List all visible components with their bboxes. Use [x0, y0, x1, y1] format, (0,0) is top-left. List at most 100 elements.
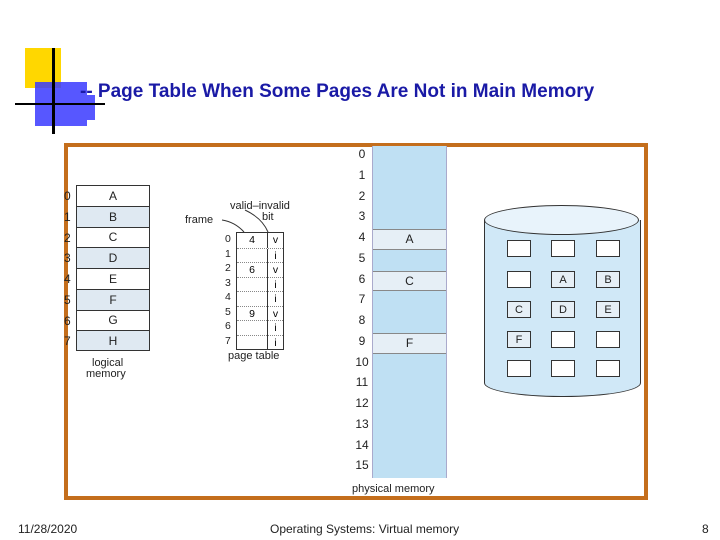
valid-invalid-label-line1: valid–invalid — [230, 200, 290, 212]
page-table-row-number-0: 0 — [225, 233, 231, 245]
page-table-frame-7 — [237, 335, 268, 350]
title-decoration-vertical-line — [52, 48, 55, 134]
physical-frame-number-13: 13 — [355, 416, 369, 431]
physical-frame-number-11: 11 — [355, 375, 369, 390]
page-table-row-1: i — [237, 247, 283, 263]
logical-page-2: C — [77, 226, 149, 248]
page-table-bit-4: i — [274, 293, 277, 305]
disk-slot-r2-c2: E — [596, 301, 620, 318]
page-table-bit-1: i — [274, 249, 277, 262]
disk-slot-r0-c1 — [551, 240, 575, 257]
logical-memory-label-line2: memory — [86, 368, 126, 380]
physical-frame-number-8: 8 — [358, 313, 366, 327]
physical-frame-number-1: 1 — [358, 167, 366, 182]
physical-frame-13 — [373, 416, 446, 437]
logical-page-number-4: 4 — [64, 272, 71, 286]
physical-frame-number-2: 2 — [358, 188, 366, 203]
page-table-bit-6: i — [274, 322, 277, 334]
page-table-row-7: i — [237, 334, 283, 350]
logical-page-number-1: 1 — [64, 209, 71, 224]
disk-slot-r0-c0 — [507, 240, 531, 257]
physical-frame-11 — [373, 374, 446, 395]
page-table-bit-3: i — [274, 278, 277, 291]
physical-frame-number-7: 7 — [358, 292, 366, 307]
logical-page-number-5: 5 — [64, 292, 71, 307]
disk-slot-r4-c1 — [551, 360, 575, 377]
logical-page-number-3: 3 — [64, 251, 71, 266]
logical-page-number-2: 2 — [64, 230, 71, 245]
logical-page-5: F — [77, 288, 149, 310]
physical-frame-0 — [373, 146, 446, 167]
logical-page-number-0: 0 — [64, 189, 71, 203]
disk-slot-r3-c1 — [551, 331, 575, 348]
logical-page-6: G — [77, 309, 149, 331]
page-table-bit-5: v — [272, 307, 279, 320]
physical-frame-1 — [373, 167, 446, 188]
footer-course: Operating Systems: Virtual memory — [270, 522, 460, 536]
physical-frame-number-15: 15 — [355, 458, 369, 473]
footer-date: 11/28/2020 — [18, 522, 78, 536]
physical-frame-number-6: 6 — [358, 271, 366, 286]
physical-frame-number-10: 10 — [355, 354, 369, 369]
page-table-bit-7: i — [274, 336, 277, 349]
disk-slot-r1-c1: A — [551, 271, 575, 288]
logical-page-0: A — [77, 185, 149, 206]
physical-frame-14 — [373, 437, 446, 458]
page-table-frame-4 — [237, 292, 268, 307]
physical-frame-number-14: 14 — [355, 437, 369, 452]
physical-frame-8 — [373, 312, 446, 333]
disk-slot-r3-c0: F — [507, 331, 531, 348]
bit-pointer-arrow — [244, 209, 269, 233]
disk-slot-r4-c0 — [507, 360, 531, 377]
physical-frame-4: A — [373, 229, 446, 250]
physical-frame-number-5: 5 — [358, 250, 366, 265]
page-table-row-number-1: 1 — [225, 247, 231, 260]
title-decoration-yellow — [25, 48, 61, 88]
logical-memory-label-line1: logical — [92, 357, 124, 369]
logical-page-number-7: 7 — [64, 334, 71, 349]
disk-slot-r2-c0: C — [507, 301, 531, 318]
disk-slot-r1-c0 — [507, 271, 531, 288]
disk-slot-r3-c2 — [596, 331, 620, 348]
page-table-frame-1 — [237, 248, 268, 263]
logical-page-7: H — [77, 330, 149, 351]
disk-slot-r1-c2: B — [596, 271, 620, 288]
physical-frame-number-0: 0 — [358, 147, 366, 161]
logical-page-number-6: 6 — [64, 313, 71, 328]
physical-frame-number-3: 3 — [358, 209, 366, 224]
slide-title: -- Page Table When Some Pages Are Not in… — [80, 81, 595, 102]
page-table-row-number-5: 5 — [225, 305, 231, 318]
page-table-row-number-4: 4 — [225, 291, 231, 303]
valid-invalid-label-line2: bit — [262, 211, 274, 223]
page-table-frame-6 — [237, 321, 268, 336]
page-table-frame-0: 4 — [237, 233, 268, 248]
page-table-row-number-3: 3 — [225, 276, 231, 289]
footer-page-number: 8 — [702, 522, 709, 536]
physical-frame-10 — [373, 354, 446, 375]
page-table-frame-3 — [237, 277, 268, 292]
page-table-row-3: i — [237, 276, 283, 292]
physical-frame-3 — [373, 208, 446, 229]
physical-frame-9: F — [373, 332, 446, 354]
physical-frame-6: C — [373, 270, 446, 292]
page-table-row-number-7: 7 — [225, 334, 231, 347]
physical-frame-number-12: 12 — [355, 396, 369, 410]
page-table-bit-0: v — [272, 234, 279, 246]
logical-page-3: D — [77, 247, 149, 268]
title-decoration-blue-bar — [87, 95, 95, 120]
logical-page-1: B — [77, 205, 149, 227]
disk-slot-r0-c2 — [596, 240, 620, 257]
logical-page-4: E — [77, 268, 149, 289]
frame-label: frame — [185, 214, 214, 226]
page-table-row-4: i — [237, 291, 283, 307]
physical-frame-7 — [373, 291, 446, 312]
physical-frame-number-4: 4 — [358, 230, 366, 244]
physical-frame-2 — [373, 188, 446, 209]
physical-frame-5 — [373, 250, 446, 271]
